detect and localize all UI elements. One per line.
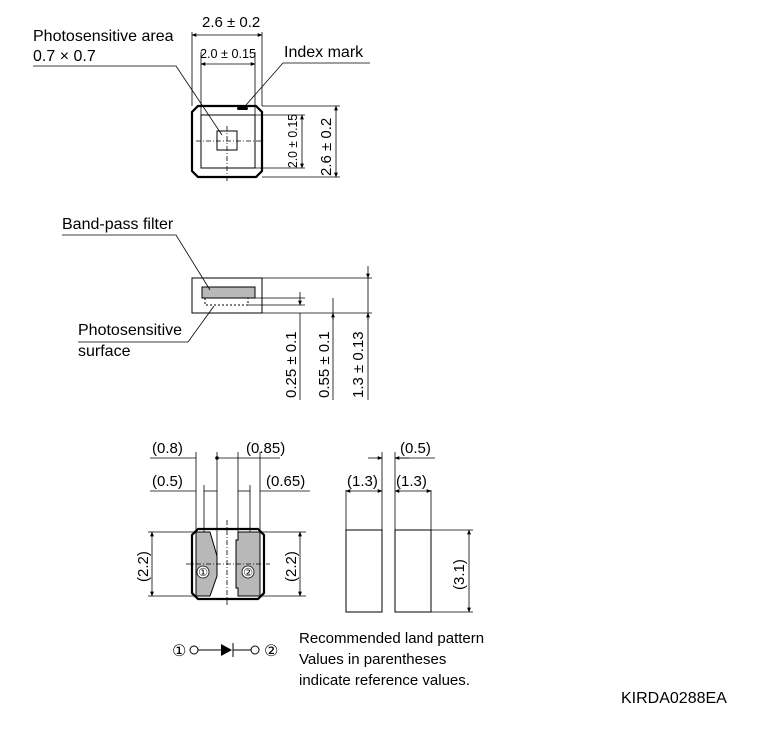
top-view: 2.6 ± 0.2 2.0 ± 0.15 2.0 ± 0.15 2.6 ± 0.… [33,14,370,182]
side-view: 0.25 ± 0.1 0.55 ± 0.1 1.3 ± 0.13 Band-pa… [62,216,372,400]
notes: Recommended land pattern Values in paren… [299,630,484,689]
dim-right-inner: (0.65) [266,473,305,490]
document-code: KIRDA0288EA [621,690,727,707]
photosensitive-area-size: 0.7 × 0.7 [33,48,96,65]
diode-symbol: ① ② [172,643,278,660]
dim-left-height: (2.2) [135,551,152,582]
dim-left-outer: (0.8) [152,440,183,457]
top-package-outline [190,104,264,179]
circuit-pin-2: ② [264,643,278,660]
side-package-outline [191,277,263,314]
index-mark-icon [237,107,248,110]
note-line-1: Recommended land pattern [299,630,484,647]
photosensitive-surface-label-1: Photosensitive [78,322,182,339]
photosensitive-area-label: Photosensitive area [33,28,174,45]
dim-right-outer: (0.85) [246,440,285,457]
dim-land-pad-right: (1.3) [396,473,427,490]
dim-land-gap: (0.5) [400,440,431,457]
dim-land-pad-left: (1.3) [347,473,378,490]
bottom-pin-2: ② [243,567,253,579]
index-mark-label: Index mark [284,44,364,61]
diode-triangle-icon [221,644,232,656]
dim-right-height: (2.2) [283,551,300,582]
dim-inner-width: 2.0 ± 0.15 [200,46,256,61]
land-pattern: (0.5) (1.3) (1.3) (3.1) [345,440,473,613]
photosensitive-surface-label-2: surface [78,343,131,360]
dim-filter-height: 0.55 ± 0.1 [316,331,333,398]
dim-outer-height: 2.6 ± 0.2 [318,118,335,176]
bottom-pin-1: ① [198,567,208,579]
dim-outer-width: 2.6 ± 0.2 [202,14,260,31]
band-pass-filter-label: Band-pass filter [62,216,174,233]
land-pad-left [345,529,383,613]
bottom-view: ① ② (0.8) (0.85) (0.5) (0.65) (2.2) (2.2… [135,440,310,606]
note-line-2: Values in parentheses [299,651,446,668]
land-pad-right [394,529,432,613]
band-pass-filter-plate [201,286,256,299]
dim-surface-height: 0.25 ± 0.1 [283,331,300,398]
note-line-3: indicate reference values. [299,672,470,689]
circuit-pin-1: ① [172,643,186,660]
top-inner-window [200,114,256,169]
dim-inner-height: 2.0 ± 0.15 [285,114,300,168]
dim-left-inner: (0.5) [152,473,183,490]
dim-land-pad-height: (3.1) [451,559,468,590]
dim-total-height: 1.3 ± 0.13 [350,331,367,398]
